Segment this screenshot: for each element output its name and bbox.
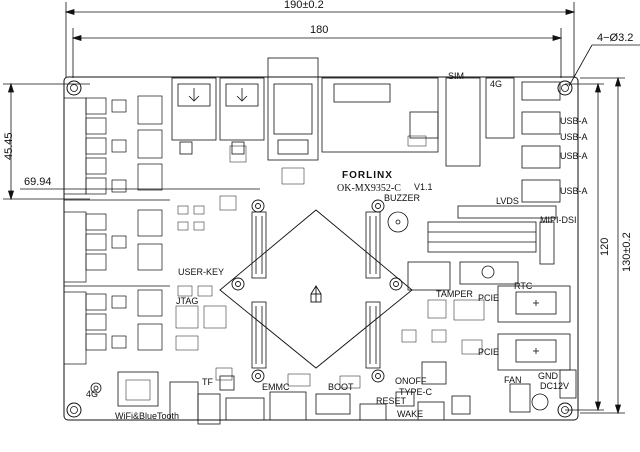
bottom-connectors xyxy=(90,361,577,425)
onoff-label: ONOFF xyxy=(395,376,427,386)
dim-left-offset: 45.45 xyxy=(3,132,15,160)
version-label: V1.1 xyxy=(414,182,433,192)
pcie-label-1: PCIE xyxy=(478,293,500,303)
dim-height-outer: 130±0.2 xyxy=(621,232,633,272)
dcin-label: DC12V xyxy=(540,381,570,391)
dim-height-inner: 120 xyxy=(599,237,611,256)
small-components xyxy=(125,135,485,401)
wifi-label: WiFi&BlueTooth xyxy=(115,411,180,421)
usb-a-label-1: USB-A xyxy=(560,116,588,126)
4g-bottom-label: 4G xyxy=(86,389,99,399)
mount-hole-tr xyxy=(557,80,573,96)
jtag-label: JTAG xyxy=(176,296,199,306)
left-terminal-blocks xyxy=(63,95,170,365)
model-label: OK-MX9352-C xyxy=(337,183,401,194)
buzzer-label: BUZZER xyxy=(384,193,420,203)
mount-hole-br xyxy=(557,402,573,418)
soc-chip xyxy=(219,209,413,369)
wake-label: WAKE xyxy=(397,409,424,419)
right-upper-components xyxy=(387,205,557,291)
rtc-label: RTC xyxy=(514,281,533,291)
4g-top-label: 4G xyxy=(490,79,503,89)
brand-label: FORLINX xyxy=(342,170,393,181)
dimension-lines xyxy=(3,2,640,415)
ethernet-jacks xyxy=(171,77,265,155)
sim-label: SIM xyxy=(448,71,465,81)
tf-label: TF xyxy=(202,377,213,387)
gnd-label: GND xyxy=(538,371,558,381)
lvds-label: LVDS xyxy=(496,196,519,206)
tamper-label: TAMPER xyxy=(436,289,473,299)
mount-hole-tl xyxy=(66,80,82,96)
usb-a-label-3: USB-A xyxy=(560,151,588,161)
buzzer-icon xyxy=(387,211,409,233)
som-posts xyxy=(231,199,403,383)
mounting-holes xyxy=(66,80,573,418)
pcie-slots xyxy=(497,285,571,371)
top-connectors xyxy=(267,57,561,203)
mipi-dsi-label: MIPI-DSI xyxy=(540,215,577,225)
board-outline xyxy=(63,76,579,421)
dim-overall-width: 190±0.2 xyxy=(284,0,324,11)
dim-hole-callout: 4−Ø3.2 xyxy=(597,32,634,44)
reset-label: RESET xyxy=(376,396,407,406)
emmc-label: EMMC xyxy=(262,382,290,392)
boot-label: BOOT xyxy=(328,382,354,392)
pcie-label-2: PCIE xyxy=(478,347,500,357)
fan-label: FAN xyxy=(504,375,522,385)
dim-inner-width: 180 xyxy=(310,24,329,36)
user-key-label: USER-KEY xyxy=(178,267,225,277)
type-c-label: TYPE-C xyxy=(399,387,433,397)
mount-hole-bl xyxy=(66,402,82,418)
usb-a-label-4: USB-A xyxy=(560,186,588,196)
dim-side-offset: 69.94 xyxy=(24,176,52,188)
usb-a-label-2: USB-A xyxy=(560,132,588,142)
